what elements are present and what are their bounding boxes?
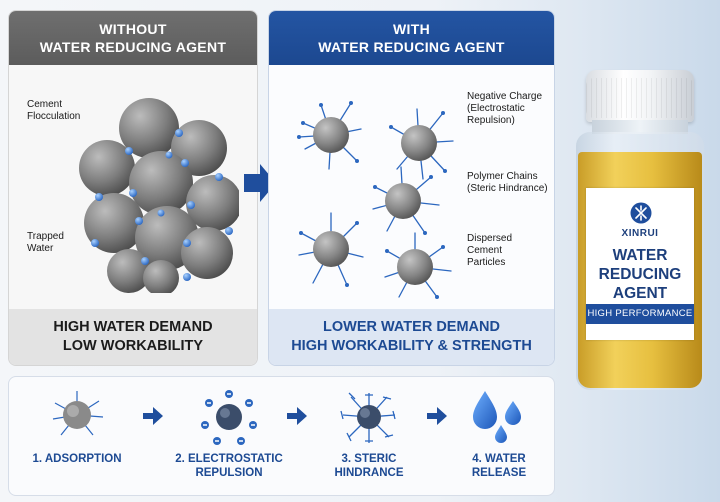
- without-agent-header: WITHOUT WATER REDUCING AGENT: [9, 11, 257, 65]
- step-arrow-icon: [143, 407, 163, 425]
- anno-negative-charge: Negative Charge (Electrostatic Repulsion…: [467, 91, 543, 126]
- anno-dispersed-particles: Dispersed Cement Particles: [467, 233, 513, 268]
- with-header-line2: WATER REDUCING AGENT: [318, 39, 505, 55]
- dispersed-particles-illustration: [297, 101, 454, 299]
- step-electrostatic-repulsion: 2. ELECTROSTATIC REPULSION: [169, 377, 289, 495]
- water-drops-icon: [473, 391, 521, 443]
- electrostatic-repulsion-icon: [201, 390, 257, 445]
- bottle-label: XINRUI WATER REDUCING AGENT HIGH PERFORM…: [586, 188, 694, 340]
- anno-cement-flocculation: Cement Flocculation: [27, 99, 81, 122]
- bottle-cap: [586, 70, 694, 122]
- anno-polymer-chains: Polymer Chains (Steric Hindrance): [467, 171, 548, 194]
- product-name: WATER REDUCING AGENT: [598, 247, 682, 302]
- step-steric-hindrance: 3. STERIC HINDRANCE: [309, 377, 429, 495]
- with-agent-result: LOWER WATER DEMAND HIGH WORKABILITY & ST…: [269, 309, 554, 365]
- performance-tag: HIGH PERFORMANCE: [586, 304, 694, 324]
- step-water-release: 4. WATER RELEASE: [439, 377, 559, 495]
- anno-trapped-water: Trapped Water: [27, 231, 64, 254]
- with-agent-panel: WITH WATER REDUCING AGENT Nega: [268, 10, 555, 366]
- without-agent-panel: WITHOUT WATER REDUCING AGENT: [8, 10, 258, 366]
- brand-name: XINRUI: [621, 228, 659, 239]
- with-header-line1: WITH: [393, 21, 430, 37]
- without-agent-result: HIGH WATER DEMAND LOW WORKABILITY: [9, 309, 257, 365]
- step-arrow-icon: [287, 407, 307, 425]
- xinrui-logo-icon: [630, 202, 652, 224]
- step-adsorption: 1. ADSORPTION: [17, 377, 137, 495]
- product-bottle: XINRUI WATER REDUCING AGENT HIGH PERFORM…: [570, 70, 710, 392]
- step-arrow-icon: [427, 407, 447, 425]
- flocculated-cement-illustration: [79, 98, 239, 293]
- without-header-line2: WATER REDUCING AGENT: [39, 39, 227, 55]
- adsorption-icon: [52, 391, 104, 436]
- steric-hindrance-icon: [340, 392, 396, 443]
- without-header-line1: WITHOUT: [99, 21, 167, 37]
- with-agent-header: WITH WATER REDUCING AGENT: [269, 11, 554, 65]
- mechanism-steps-strip: 1. ADSORPTION 2. ELECTROSTATIC REPULSION: [8, 376, 555, 496]
